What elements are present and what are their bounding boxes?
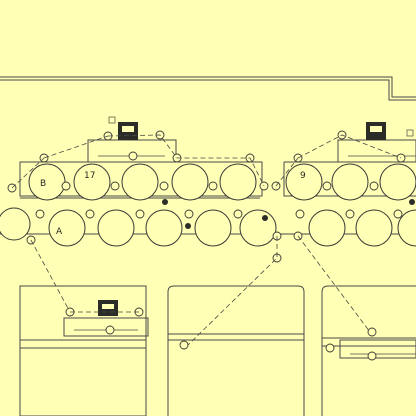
label-9: 9 (300, 171, 306, 181)
lower-left-box (19, 285, 149, 416)
left-lower-rolls (0, 207, 277, 247)
left-upper-rolls (28, 163, 257, 201)
label-17: 17 (84, 171, 95, 181)
lower-right-box (321, 285, 416, 416)
label-a: A (56, 227, 63, 237)
frame-outline (0, 76, 416, 101)
right-press-unit: 9 (271, 122, 416, 333)
label-b: B (40, 179, 46, 189)
left-press-unit: B A 17 (0, 116, 282, 346)
right-upper-rolls (285, 163, 416, 201)
lower-carriage (63, 317, 149, 337)
right-lower-rolls (308, 209, 416, 247)
lower-middle-box (167, 285, 305, 416)
